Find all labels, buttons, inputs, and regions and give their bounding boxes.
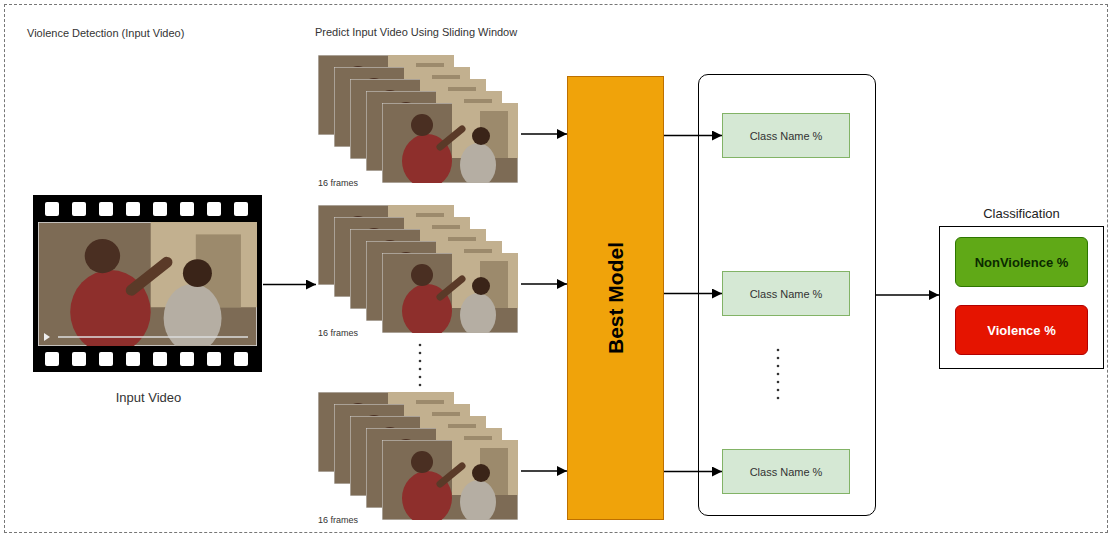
video-frame	[382, 440, 518, 525]
dot	[419, 368, 422, 371]
dot	[419, 344, 422, 347]
dot	[777, 357, 780, 360]
sprocket-hole	[234, 352, 248, 366]
sprocket-hole	[99, 202, 113, 216]
sprocket-hole	[99, 352, 113, 366]
sprocket-hole	[72, 352, 86, 366]
class-label: Class Name %	[750, 130, 823, 142]
flow-arrow	[521, 133, 567, 135]
frame-count: 16 frames	[318, 328, 358, 338]
class-label: Class Name %	[750, 288, 823, 300]
video-frame	[382, 253, 518, 338]
video-frame	[382, 103, 518, 188]
flow-arrow	[521, 470, 567, 472]
sprocket-hole	[126, 202, 140, 216]
frame-stack: 16 frames	[316, 56, 521, 186]
dot	[777, 397, 780, 400]
flow-arrow	[876, 294, 939, 296]
sprocket-hole	[72, 202, 86, 216]
frame-stack-1	[318, 55, 518, 188]
flow-arrow	[664, 293, 722, 295]
frame-stack-2	[318, 205, 518, 338]
play-icon	[44, 333, 50, 341]
sprocket-hole	[207, 202, 221, 216]
video-frame	[38, 222, 257, 354]
sprocket-hole	[153, 202, 167, 216]
class-box: Class Name %	[722, 271, 850, 316]
dot	[419, 384, 422, 387]
result-label: NonViolence %	[975, 255, 1069, 270]
sprocket-hole	[234, 202, 248, 216]
input-video: Input Video	[34, 196, 263, 373]
prediction-group: Class Name % Class Name % Class Name %	[698, 74, 876, 516]
nonviolence-box: NonViolence %	[955, 237, 1088, 287]
video-seekbar	[58, 336, 248, 338]
violence-box: Violence %	[955, 305, 1088, 355]
frame-stack: 16 frames	[316, 206, 521, 336]
result-label: Violence %	[987, 323, 1055, 338]
frame-count: 16 frames	[318, 515, 358, 525]
sprocket-hole	[180, 352, 194, 366]
sprocket-hole	[126, 352, 140, 366]
sprocket-hole	[180, 202, 194, 216]
dot	[777, 381, 780, 384]
sprocket-hole	[45, 352, 59, 366]
class-box: Class Name %	[722, 449, 850, 494]
section-label: Predict Input Video Using Sliding Window	[315, 26, 517, 38]
class-label: Class Name %	[750, 466, 823, 478]
dot	[777, 373, 780, 376]
dot	[777, 349, 780, 352]
sprocket-hole	[45, 202, 59, 216]
model-box: Best Model	[567, 76, 664, 520]
classification-box: NonViolence %Violence %Classification	[939, 226, 1104, 369]
dot	[777, 389, 780, 392]
film-strip	[33, 195, 262, 372]
outer-region: Input Video16 frames16 frames16 framesBe…	[4, 4, 1108, 533]
sprocket-hole	[207, 352, 221, 366]
model-label: Best Model	[604, 242, 628, 354]
sprocket-hole	[153, 352, 167, 366]
dot	[419, 352, 422, 355]
frame-stack-3	[318, 392, 518, 525]
frame-stack: 16 frames	[316, 393, 521, 523]
video-caption: Input Video	[34, 390, 263, 405]
flow-arrow	[521, 283, 567, 285]
section-heading: Violence Detection (Input Video)	[27, 27, 184, 39]
dot	[777, 365, 780, 368]
dot	[419, 360, 422, 363]
dot	[419, 376, 422, 379]
flow-arrow	[263, 284, 316, 286]
flow-arrow	[664, 471, 722, 473]
flow-arrow	[664, 135, 722, 137]
box-heading: Classification	[940, 206, 1103, 221]
frame-count: 16 frames	[318, 178, 358, 188]
class-box: Class Name %	[722, 113, 850, 158]
